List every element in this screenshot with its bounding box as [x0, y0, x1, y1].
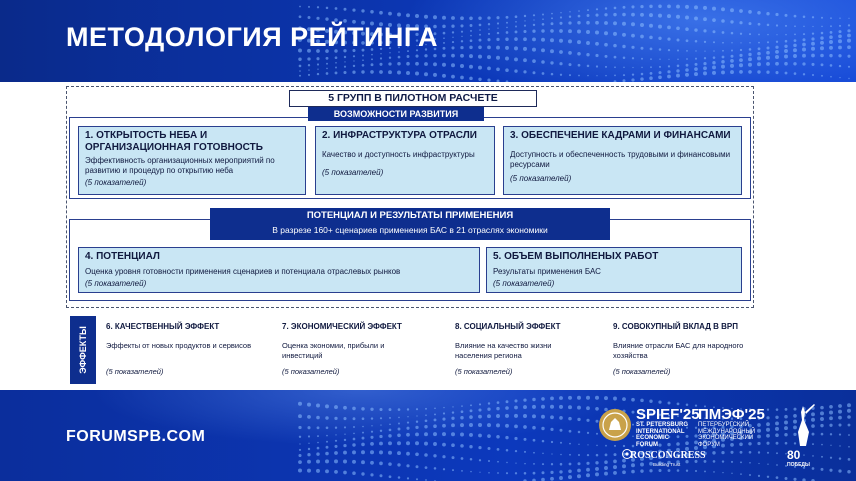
pmef-logo-title: ПМЭФ'25: [698, 406, 765, 423]
methodology-frame: [66, 86, 754, 308]
group-count: (5 показателей): [322, 168, 384, 177]
group-box-2: 2. ИНФРАСТРУКТУРА ОТРАСЛИ Качество и дос…: [315, 126, 495, 195]
pmef-logo-line: МЕЖДУНАРОДНЫЙ: [698, 428, 756, 435]
effect-item-9: 9. СОВОКУПНЫЙ ВКЛАД В ВРП Влияние отрасл…: [613, 322, 763, 376]
footer-banner: FORUMSPB.COM SPIEF'25 ST. PETERSBURG INT…: [0, 390, 856, 481]
group-box-3: 3. ОБЕСПЕЧЕНИЕ КАДРАМИ И ФИНАНСАМИ Досту…: [503, 126, 742, 195]
header-dot-pattern: [298, 4, 851, 82]
effect-item-8: 8. СОЦИАЛЬНЫЙ ЭФФЕКТ Влияние на качество…: [455, 322, 585, 376]
pmef-logo-line: ПЕТЕРБУРГСКИЙ: [698, 422, 750, 428]
development-opportunities-label: ВОЗМОЖНОСТИ РАЗВИТИЯ: [308, 107, 484, 121]
group-count: (5 показателей): [85, 178, 147, 187]
group-box-1: 1. ОТКРЫТОСТЬ НЕБА И ОРГАНИЗАЦИОННАЯ ГОТ…: [78, 126, 306, 195]
group-title: 2. ИНФРАСТРУКТУРА ОТРАСЛИ: [322, 130, 477, 141]
pmef-logo-line: ФОРУМ: [698, 441, 720, 448]
group-count: (5 показателей): [510, 174, 572, 183]
group-count: (5 показателей): [493, 279, 555, 288]
group-title: 1. ОТКРЫТОСТЬ НЕБА И ОРГАНИЗАЦИОННАЯ ГОТ…: [85, 130, 263, 153]
group-title: 5. ОБЪЕМ ВЫПОЛНЕНЫХ РАБОТ: [493, 251, 659, 262]
pmef-logo: ПМЭФ'25 ПЕТЕРБУРГСКИЙ МЕЖДУНАРОДНЫЙ ЭКОН…: [698, 407, 778, 448]
group-count: (5 показателей): [85, 279, 147, 288]
group-desc: Эффективность организационных мероприяти…: [85, 156, 275, 175]
header-banner: МЕТОДОЛОГИЯ РЕЙТИНГА: [0, 0, 856, 82]
effect-desc: Влияние на качество жизни населения реги…: [455, 341, 552, 360]
spief-logo-line: INTERNATIONAL: [636, 428, 685, 435]
group-desc: Результаты применения БАС: [493, 267, 601, 276]
roscongress-logo: ROSCONGRESS: [630, 450, 706, 461]
spief-logo-line: ECONOMIC: [636, 435, 669, 441]
effect-item-6: 6. КАЧЕСТВЕННЫЙ ЭФФЕКТ Эффекты от новых …: [106, 322, 256, 376]
effect-desc: Оценка экономии, прибыли и инвестиций: [282, 341, 385, 360]
motherland-statue-icon: [798, 404, 815, 446]
potential-results-title: ПОТЕНЦИАЛ И РЕЗУЛЬТАТЫ ПРИМЕНЕНИЯ: [306, 210, 514, 221]
effect-desc: Влияние отрасли БАС для народного хозяйс…: [613, 341, 744, 360]
spief-emblem-icon: [599, 409, 631, 441]
victory-anniversary-number: 80: [787, 448, 801, 462]
group-box-4: 4. ПОТЕНЦИАЛ Оценка уровня готовности пр…: [78, 247, 480, 293]
group-box-5: 5. ОБЪЕМ ВЫПОЛНЕНЫХ РАБОТ Результаты при…: [486, 247, 742, 293]
roscongress-icon: [622, 449, 632, 459]
group-desc: Оценка уровня готовности применения сцен…: [85, 267, 401, 276]
effect-count: (5 показателей): [455, 367, 513, 376]
effect-count: (5 показателей): [282, 367, 340, 376]
spief-logo-line: FORUM: [636, 441, 658, 448]
group-title: 4. ПОТЕНЦИАЛ: [85, 251, 160, 262]
effect-title: 6. КАЧЕСТВЕННЫЙ ЭФФЕКТ: [106, 322, 220, 331]
pilot-groups-label: 5 ГРУПП В ПИЛОТНОМ РАСЧЕТЕ: [289, 90, 537, 107]
pmef-logo-line: ЭКОНОМИЧЕСКИЙ: [698, 435, 754, 441]
group-title: 3. ОБЕСПЕЧЕНИЕ КАДРАМИ И ФИНАНСАМИ: [510, 130, 731, 141]
footer-dot-pattern: [298, 395, 851, 481]
effect-title: 7. ЭКОНОМИЧЕСКИЙ ЭФФЕКТ: [282, 322, 402, 331]
group-desc: Качество и доступность инфраструктуры: [322, 150, 475, 159]
victory-anniversary-label: ПОБЕДЫ: [787, 462, 810, 468]
spief-logo-title: SPIEF'25: [636, 406, 700, 423]
group-desc: Доступность и обеспеченность трудовыми и…: [510, 150, 731, 169]
forum-website-link[interactable]: FORUMSPB.COM: [66, 428, 206, 445]
effect-count: (5 показателей): [106, 367, 164, 376]
spief-logo-line: ST. PETERSBURG: [636, 422, 689, 428]
effects-label: ЭФФЕКТЫ: [78, 326, 88, 374]
potential-results-band: ПОТЕНЦИАЛ И РЕЗУЛЬТАТЫ ПРИМЕНЕНИЯ В разр…: [210, 208, 610, 240]
effect-count: (5 показателей): [613, 367, 671, 376]
effect-title: 9. СОВОКУПНЫЙ ВКЛАД В ВРП: [613, 322, 739, 331]
roscongress-tagline: Building Trust: [653, 462, 681, 467]
effects-label-bar: ЭФФЕКТЫ: [70, 316, 96, 384]
spief-logo: SPIEF'25 ST. PETERSBURG INTERNATIONAL EC…: [636, 407, 722, 448]
effect-item-7: 7. ЭКОНОМИЧЕСКИЙ ЭФФЕКТ Оценка экономии,…: [282, 322, 422, 376]
potential-results-subtitle: В разрезе 160+ сценариев применения БАС …: [272, 225, 548, 235]
effect-desc: Эффекты от новых продуктов и сервисов: [106, 341, 252, 350]
effect-title: 8. СОЦИАЛЬНЫЙ ЭФФЕКТ: [455, 322, 561, 331]
page-title: МЕТОДОЛОГИЯ РЕЙТИНГА: [66, 22, 439, 52]
